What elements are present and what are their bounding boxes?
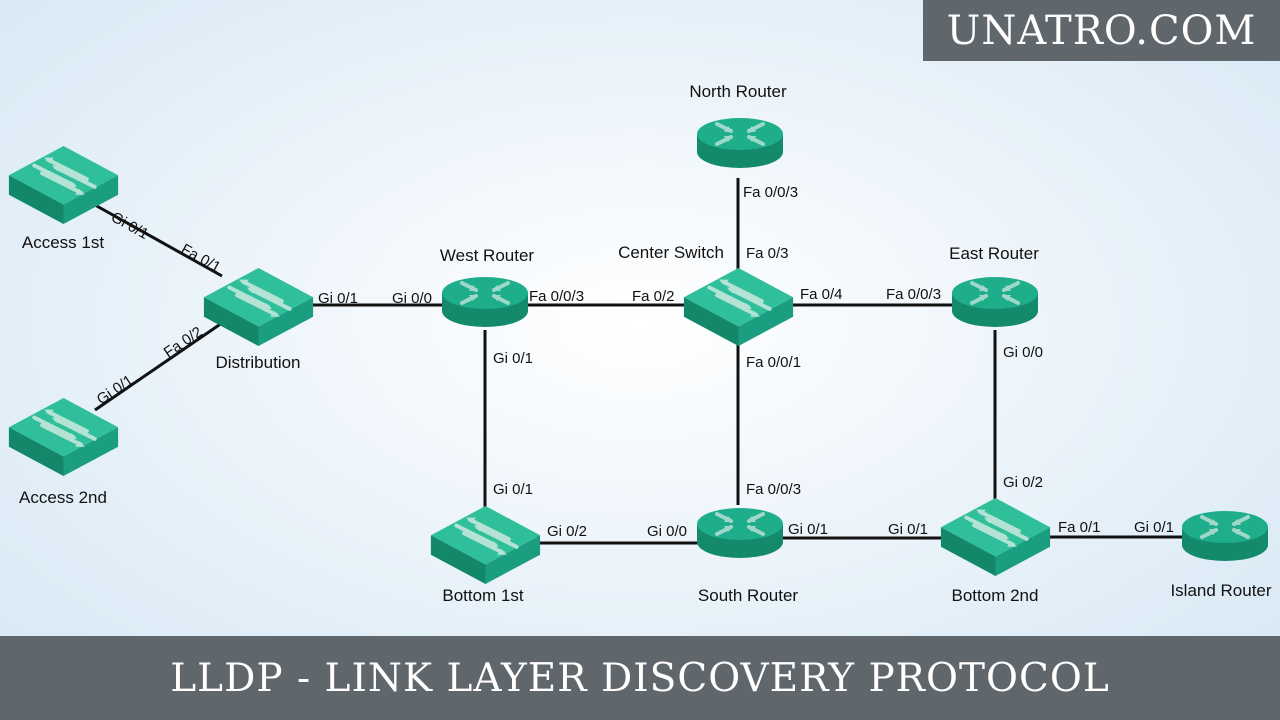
links-layer [94,178,1185,545]
router-icon [1180,509,1270,563]
port-label: Fa 0/0/3 [746,481,801,498]
port-label: Fa 0/2 [632,288,675,305]
port-label: Gi 0/1 [318,290,358,307]
device-label-island: Island Router [1170,581,1271,600]
title-banner: LLDP - LINK LAYER DISCOVERY PROTOCOL [0,636,1280,720]
port-label: Gi 0/1 [493,350,533,367]
port-label: Fa 0/0/3 [886,286,941,303]
port-label: Gi 0/0 [647,523,687,540]
port-label: Fa 0/0/1 [746,354,801,371]
port-label: Gi 0/1 [1134,519,1174,536]
link-access1-distribution [94,203,223,278]
device-label-north: North Router [689,82,787,101]
port-label: Gi 0/1 [788,521,828,538]
port-label: Gi 0/1 [493,481,533,498]
device-label-bottom1: Bottom 1st [442,586,524,605]
link-access2-distribution [94,321,223,412]
device-labels: Access 1st Access 2nd Distribution West … [19,82,1272,605]
brand-text: UNATRO.COM [946,7,1257,54]
page-title: LLDP - LINK LAYER DISCOVERY PROTOCOL [170,655,1110,701]
port-label: Fa 0/3 [746,245,789,262]
port-labels: Gi 0/1 Fa 0/1 Gi 0/1 Fa 0/2 Gi 0/1 Gi 0/… [94,184,1174,540]
port-label: Fa 0/1 [1058,519,1101,536]
device-label-distribution: Distribution [215,353,300,372]
device-label-access2: Access 2nd [19,488,107,507]
port-label: Gi 0/0 [1003,344,1043,361]
port-label: Gi 0/1 [888,521,928,538]
router-icon [695,116,785,170]
device-label-bottom2: Bottom 2nd [952,586,1039,605]
port-label: Gi 0/2 [1003,474,1043,491]
device-label-west: West Router [440,246,535,265]
device-label-east: East Router [949,244,1039,263]
port-label: Fa 0/0/3 [529,288,584,305]
device-label-south: South Router [698,586,799,605]
port-label: Gi 0/0 [392,290,432,307]
router-icon [950,275,1040,329]
port-label: Fa 0/4 [800,286,843,303]
device-label-center: Center Switch [618,243,724,262]
router-icon [440,275,530,329]
port-label: Fa 0/0/3 [743,184,798,201]
brand-banner: UNATRO.COM [923,0,1280,61]
port-label: Gi 0/2 [547,523,587,540]
device-label-access1: Access 1st [22,233,104,252]
router-icon [695,506,785,560]
